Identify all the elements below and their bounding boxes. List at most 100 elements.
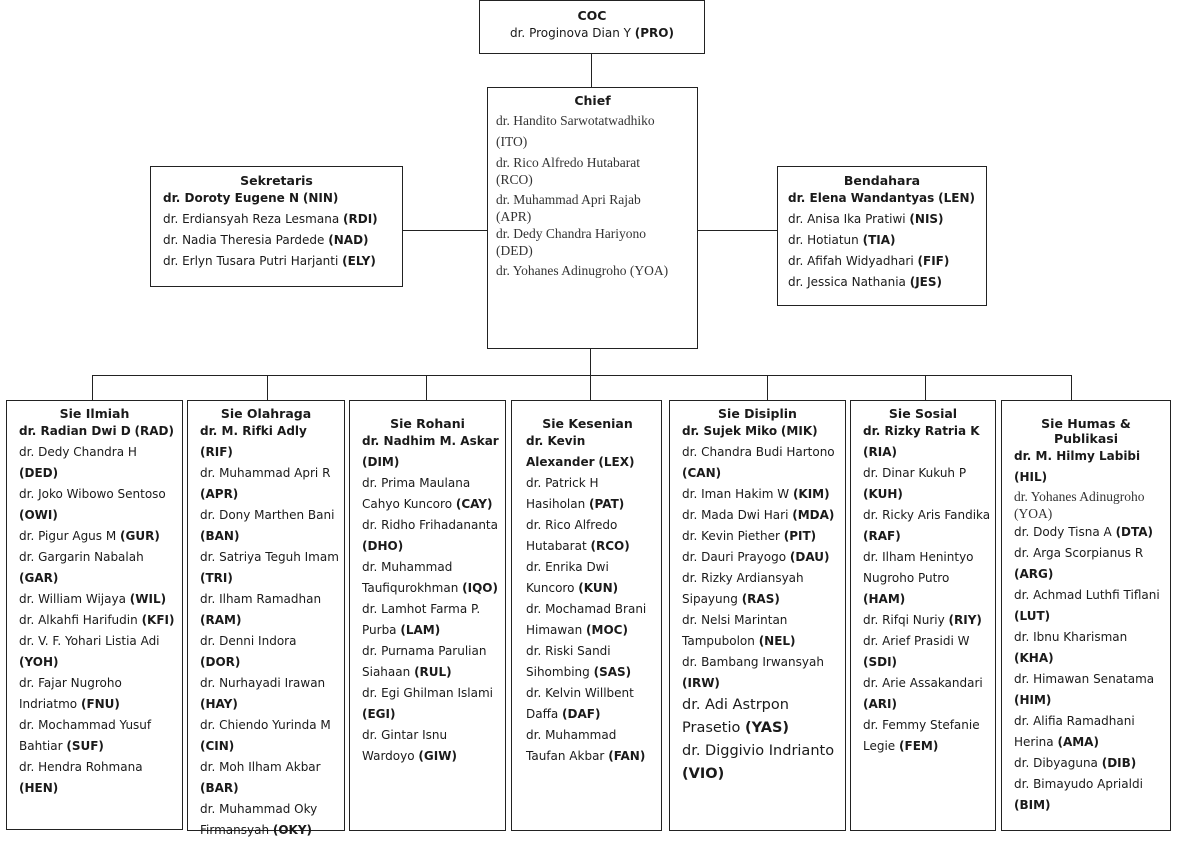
member-name: dr. Mada Dwi Hari: [682, 508, 789, 522]
member-item: dr. Lamhot Farma P. Purba (LAM): [362, 599, 501, 641]
member-code: (RIF): [200, 445, 233, 459]
member-name: dr. Riski Sandi Sihombing: [526, 644, 611, 679]
connector-drop-sosial: [925, 375, 926, 400]
member-name: dr. Nadhim M. Askar: [362, 434, 499, 448]
division-box-olahraga: Sie Olahraga dr. M. Rifki Adly (RIF)dr. …: [187, 400, 345, 837]
member-code: (YAS): [745, 720, 790, 736]
member-name: dr. Anisa Ika Pratiwi: [788, 212, 906, 226]
member-item: dr. Moh Ilham Akbar (BAR): [200, 757, 340, 799]
member-name: dr. Alkahfi Harifudin: [19, 613, 138, 627]
member-code: (YOA): [1014, 506, 1053, 521]
connector-drop-rohani: [426, 375, 427, 400]
connector-drop-olahraga: [267, 375, 268, 400]
member-item: dr. Mada Dwi Hari (MDA): [682, 505, 841, 526]
member-item: dr. Dauri Prayogo (DAU): [682, 547, 841, 568]
member-name: dr. Adi Astrpon Prasetio: [682, 697, 789, 736]
division-title: Sie Disiplin: [718, 406, 797, 421]
member-item: dr. Ridho Frihadananta (DHO): [362, 515, 501, 557]
member-name: dr. Dedy Chandra H: [19, 445, 137, 459]
division-box-disiplin: Sie Disiplin dr. Sujek Miko (MIK)dr. Cha…: [669, 400, 846, 831]
member-name: dr. Diggivio Indrianto: [682, 743, 835, 759]
division-title: Sie Sosial: [888, 406, 958, 421]
member-item: dr. Dody Tisna A (DTA): [1014, 522, 1166, 543]
member-item: dr. Erlyn Tusara Putri Harjanti (ELY): [163, 251, 402, 272]
member-item: dr. Muhammad Taufiqurokhman (IQO): [362, 557, 501, 599]
member-item: dr. Chandra Budi Hartono (CAN): [682, 442, 841, 484]
member-item: dr. Dony Marthen Bani (BAN): [200, 505, 340, 547]
member-name: dr. Kelvin Willbent Daffa: [526, 686, 634, 721]
connector-sekretaris-chief: [402, 230, 487, 231]
member-name: dr. Jessica Nathania: [788, 275, 906, 289]
member-item: dr. Kelvin Willbent Daffa (DAF): [526, 683, 657, 725]
member-code: (BAR): [200, 781, 239, 795]
member-name: dr. Yohanes Adinugroho: [1014, 489, 1145, 504]
member-name: dr. Kevin Alexander: [526, 434, 595, 469]
division-title: Sie Ilmiah: [59, 406, 130, 421]
member-head: dr. M. Hilmy Labibi (HIL): [1014, 446, 1166, 488]
member-item: dr. Anisa Ika Pratiwi (NIS): [788, 209, 986, 230]
member-code: (DTA): [1115, 525, 1154, 539]
member-head: dr. M. Rifki Adly (RIF): [200, 421, 340, 463]
member-code: (RIA): [863, 445, 897, 459]
connector-horizontal-bus: [92, 375, 1072, 376]
member-name: dr. Bambang Irwansyah: [682, 655, 824, 669]
member-name: dr. Radian Dwi D: [19, 424, 131, 438]
member-item: dr. Dinar Kukuh P (KUH): [863, 463, 991, 505]
member-code: (PAT): [589, 497, 625, 511]
member-name: dr. Fajar Nugroho Indriatmo: [19, 676, 122, 711]
member-name: dr. Patrick H Hasiholan: [526, 476, 599, 511]
member-item: dr. Arga Scorpianus R (ARG): [1014, 543, 1166, 585]
division-members: dr. Nadhim M. Askar (DIM)dr. Prima Maula…: [362, 431, 501, 767]
connector-chief-bendahara: [697, 230, 777, 231]
member-name: dr. Himawan Senatama: [1014, 672, 1155, 686]
member-code: (KHA): [1014, 651, 1054, 665]
chief-title: Chief: [574, 93, 611, 108]
member-item: dr. Riski Sandi Sihombing (SAS): [526, 641, 657, 683]
member-name: dr. Chandra Budi Hartono: [682, 445, 835, 459]
member-code: (SUF): [66, 739, 104, 753]
member-code: (RAD): [134, 424, 174, 438]
division-box-ilmiah: Sie Ilmiah dr. Radian Dwi D (RAD) dr. Ded…: [6, 400, 183, 830]
member-code: (HEN): [19, 781, 59, 795]
member-code: (OWI): [19, 508, 58, 522]
member-name: dr. Ricky Aris Fandika: [863, 508, 991, 522]
member-name: dr. Ilham Ramadhan: [200, 592, 322, 606]
division-members: dr. Rizky Ratria K (RIA)dr. Dinar Kukuh …: [863, 421, 991, 757]
member-name: dr. Arga Scorpianus R: [1014, 546, 1144, 560]
coc-title: COC: [577, 8, 607, 23]
member-name: dr. Satriya Teguh Imam: [200, 550, 339, 564]
member-code: (DOR): [200, 655, 241, 669]
member-code: (GUR): [120, 529, 160, 543]
member-code: (DIB): [1101, 756, 1137, 770]
member-item: dr. Bimayudo Aprialdi (BIM): [1014, 774, 1166, 816]
member-name: dr. Doroty Eugene N: [163, 191, 300, 205]
member-name: dr. Muhammad Taufan Akbar: [526, 728, 617, 763]
member-name: dr. Ilham Henintyo Nugroho Putro: [863, 550, 974, 585]
member-name: dr. Arief Prasidi W: [863, 634, 970, 648]
member-code: (KFI): [141, 613, 175, 627]
member-item: dr. Nelsi Marintan Tampubolon (NEL): [682, 610, 841, 652]
member-item: dr. Alifia Ramadhani Herina (AMA): [1014, 711, 1166, 753]
member-code: (KIM): [792, 487, 830, 501]
member-code: (ELY): [342, 254, 376, 268]
member-name: dr. Elena Wandantyas: [788, 191, 935, 205]
member-item: dr. Fajar Nugroho Indriatmo (FNU): [19, 673, 178, 715]
chief-member-3-code: (APR): [496, 209, 532, 224]
member-code: (NAD): [328, 233, 369, 247]
member-item: dr. Patrick H Hasiholan (PAT): [526, 473, 657, 515]
member-name: dr. William Wijaya: [19, 592, 126, 606]
member-name: dr. Iman Hakim W: [682, 487, 790, 501]
connector-drop-humas: [1071, 375, 1072, 400]
member-code: (HAM): [863, 592, 906, 606]
member-head: dr. Sujek Miko (MIK): [682, 421, 841, 442]
member-item: dr. Diggivio Indrianto (VIO): [682, 740, 841, 786]
member-name: dr. Chiendo Yurinda M: [200, 718, 331, 732]
division-members: dr. Radian Dwi D (RAD) dr. Dedy Chandra H…: [19, 421, 178, 799]
member-name: dr. Hendra Rohmana: [19, 760, 143, 774]
member-name: dr. Nurhayadi Irawan: [200, 676, 326, 690]
member-item: dr. Muhammad Taufan Akbar (FAN): [526, 725, 657, 767]
member-code: (FEM): [899, 739, 939, 753]
connector-chief-bus: [590, 348, 591, 400]
member-name: dr. Arie Assakandari: [863, 676, 983, 690]
member-item: dr. Hotiatun (TIA): [788, 230, 986, 251]
